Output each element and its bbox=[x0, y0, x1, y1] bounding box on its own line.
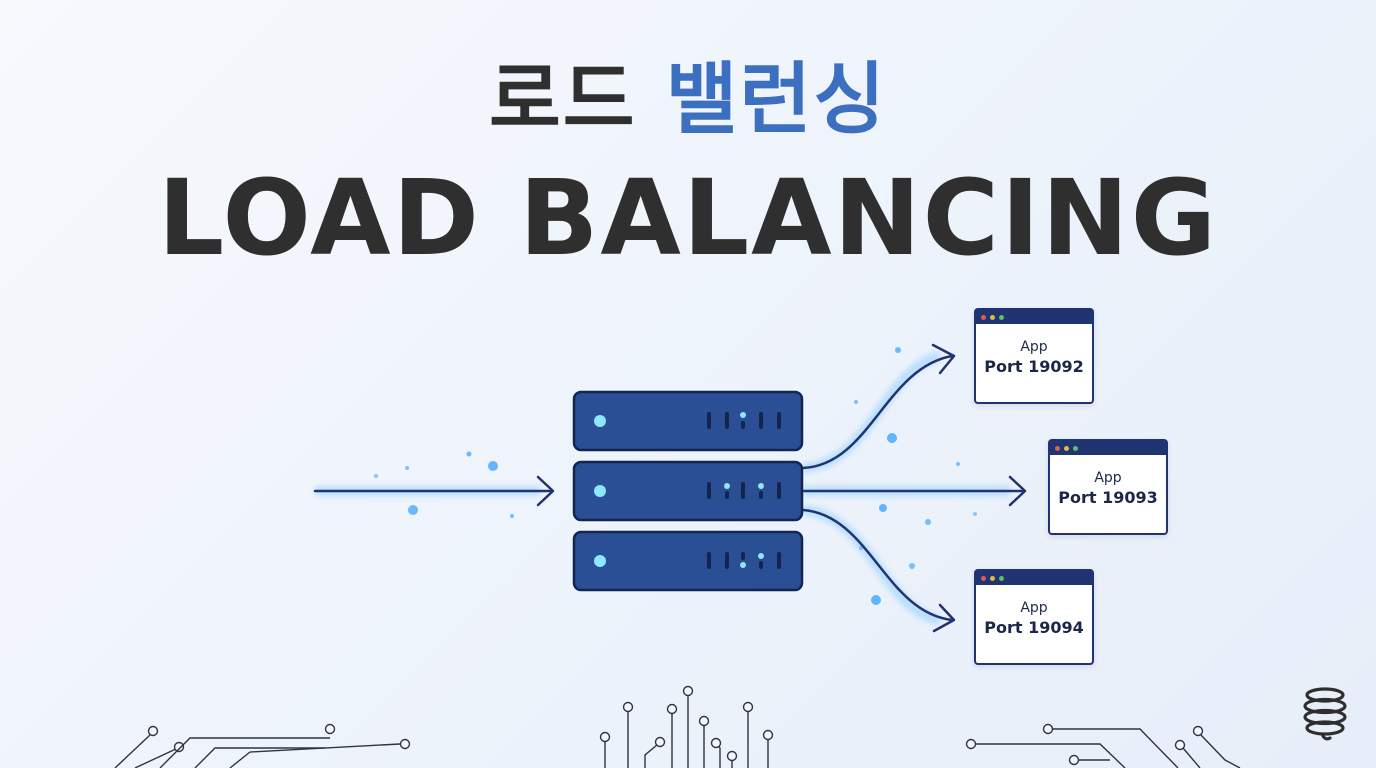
minimize-dot-icon bbox=[990, 314, 995, 320]
app-port: Port 19092 bbox=[984, 357, 1084, 376]
maximize-dot-icon bbox=[1073, 445, 1078, 451]
app-label: App bbox=[1020, 339, 1048, 355]
app-window-19094: App Port 19094 bbox=[974, 569, 1094, 665]
window-title-bar bbox=[976, 310, 1092, 324]
title-korean-plain: 로드 bbox=[489, 55, 666, 145]
incoming-traffic-arrow bbox=[313, 475, 555, 507]
maximize-dot-icon bbox=[999, 314, 1004, 320]
close-dot-icon bbox=[981, 575, 986, 581]
server-unit-middle bbox=[572, 460, 804, 522]
circuit-traces-decoration bbox=[114, 685, 1241, 768]
app-window-19093: App Port 19093 bbox=[1048, 439, 1168, 535]
window-title-bar bbox=[1050, 441, 1166, 455]
maximize-dot-icon bbox=[999, 575, 1004, 581]
title-korean-accent: 밸런싱 bbox=[665, 55, 887, 145]
sparkle-particles bbox=[374, 347, 977, 605]
page-title-english: LOAD BALANCING bbox=[157, 157, 1219, 279]
app-label: App bbox=[1094, 470, 1122, 486]
server-unit-top bbox=[572, 390, 804, 452]
spring-coil-logo-icon bbox=[1303, 687, 1347, 741]
route-arrow-19093 bbox=[801, 475, 1027, 507]
minimize-dot-icon bbox=[1064, 445, 1069, 451]
route-arrow-19094 bbox=[801, 508, 956, 633]
route-arrow-19092 bbox=[801, 343, 956, 470]
page-title-korean: 로드 밸런싱 bbox=[0, 52, 1376, 148]
window-title-bar bbox=[976, 571, 1092, 585]
close-dot-icon bbox=[981, 314, 986, 320]
app-window-19092: App Port 19092 bbox=[974, 308, 1094, 404]
close-dot-icon bbox=[1055, 445, 1060, 451]
app-port: Port 19093 bbox=[1058, 488, 1158, 507]
app-port: Port 19094 bbox=[984, 618, 1084, 637]
server-unit-bottom bbox=[572, 530, 804, 592]
app-label: App bbox=[1020, 600, 1048, 616]
server-rack-icon bbox=[572, 390, 804, 592]
minimize-dot-icon bbox=[990, 575, 995, 581]
